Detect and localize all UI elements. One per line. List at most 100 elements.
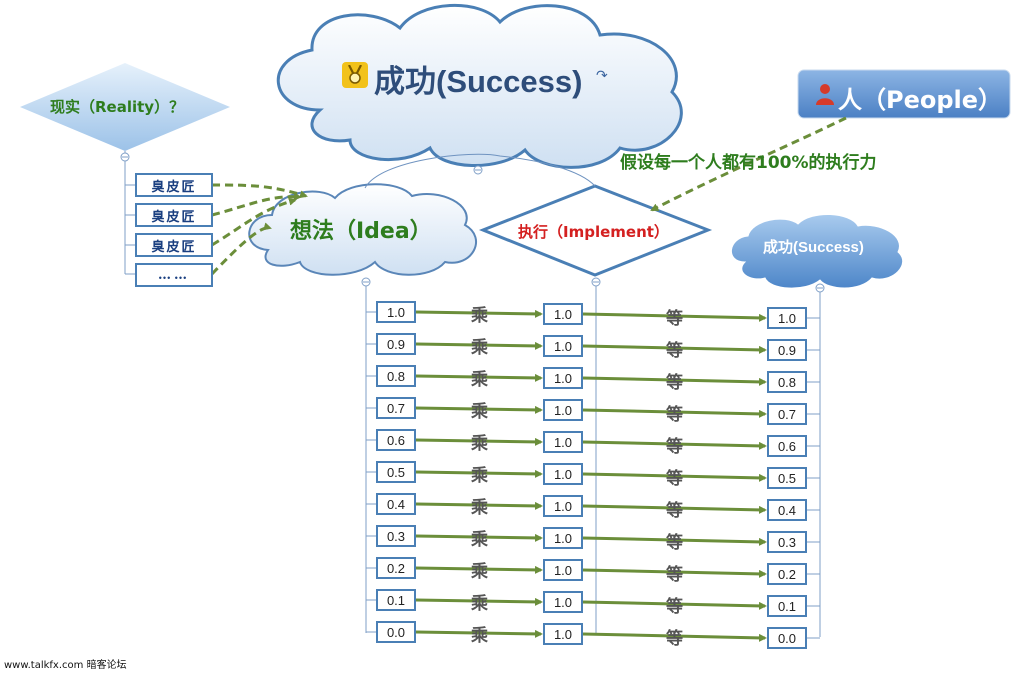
multiply-arrow [415, 373, 543, 382]
reality-diamond-shape [20, 63, 230, 151]
link-arrow-icon[interactable]: ↷ [596, 68, 608, 84]
equals-arrow [582, 376, 767, 386]
equals-arrow [582, 440, 767, 450]
implement-value-box[interactable]: 1.0 [543, 559, 583, 581]
equals-label: 等 [666, 629, 683, 649]
idea-value-box[interactable]: 0.2 [376, 557, 416, 579]
equals-arrow [582, 536, 767, 546]
implement-value-box[interactable]: 1.0 [543, 591, 583, 613]
idea-value-box[interactable]: 0.5 [376, 461, 416, 483]
reality-tree-lines [124, 151, 135, 275]
multiply-label: 乘 [471, 498, 488, 518]
multiply-label: 乘 [471, 370, 488, 390]
implement-value-box[interactable]: 1.0 [543, 399, 583, 421]
implement-value-box[interactable]: 1.0 [543, 335, 583, 357]
idea-value-box[interactable]: 1.0 [376, 301, 416, 323]
idea-value-box[interactable]: 0.3 [376, 525, 416, 547]
multiply-arrow [415, 597, 543, 606]
multiply-arrow [415, 341, 543, 350]
equals-label: 等 [666, 437, 683, 457]
success-value-box[interactable]: 0.2 [767, 563, 807, 585]
assumption-text: 假设每一个人都有100%的执行力 [620, 153, 877, 173]
people-box-shape [797, 69, 1011, 119]
success-value-box[interactable]: 0.9 [767, 339, 807, 361]
idea-value-box[interactable]: 0.0 [376, 621, 416, 643]
multiply-label: 乘 [471, 562, 488, 582]
equals-arrow [582, 568, 767, 578]
equals-label: 等 [666, 469, 683, 489]
equals-arrow [582, 344, 767, 354]
multiply-arrow [415, 309, 543, 318]
equals-arrow [582, 600, 767, 610]
equals-arrow [582, 408, 767, 418]
idea-value-box[interactable]: 0.9 [376, 333, 416, 355]
idea-value-box[interactable]: 0.8 [376, 365, 416, 387]
equals-label: 等 [666, 501, 683, 521]
success-value-box[interactable]: 0.7 [767, 403, 807, 425]
idea-value-box[interactable]: 0.7 [376, 397, 416, 419]
craftsman-node[interactable]: 臭皮匠 [135, 233, 213, 257]
equals-label: 等 [666, 405, 683, 425]
success-cloud-shape [276, 4, 683, 169]
success-small-cloud-shape [730, 213, 904, 289]
idea-label: 想法（Idea） [290, 219, 432, 244]
success-value-box[interactable]: 0.5 [767, 467, 807, 489]
multiply-arrow [415, 437, 543, 446]
craftsman-node[interactable]: 臭皮匠 [135, 173, 213, 197]
equals-label: 等 [666, 373, 683, 393]
medal-icon [342, 62, 368, 88]
implement-value-box[interactable]: 1.0 [543, 431, 583, 453]
success-title: 成功(Success) [374, 64, 583, 99]
multiply-arrow [415, 629, 543, 638]
multiply-label: 乘 [471, 530, 488, 550]
success-value-box[interactable]: 0.3 [767, 531, 807, 553]
multiply-label: 乘 [471, 626, 488, 646]
multiply-label: 乘 [471, 306, 488, 326]
equals-label: 等 [666, 533, 683, 553]
equals-label: 等 [666, 597, 683, 617]
equals-arrow [582, 472, 767, 482]
multiply-arrow [415, 405, 543, 414]
idea-value-box[interactable]: 0.6 [376, 429, 416, 451]
multiply-arrow [415, 565, 543, 574]
implement-value-box[interactable]: 1.0 [543, 303, 583, 325]
implement-value-box[interactable]: 1.0 [543, 463, 583, 485]
implement-value-box[interactable]: 1.0 [543, 527, 583, 549]
reality-label: 现实（Reality）？ [50, 98, 185, 116]
equals-label: 等 [666, 309, 683, 329]
implement-value-box[interactable]: 1.0 [543, 623, 583, 645]
craftsman-node[interactable]: 臭皮匠 [135, 203, 213, 227]
equals-label: 等 [666, 341, 683, 361]
success-small-label: 成功(Success) [763, 239, 864, 256]
multiply-label: 乘 [471, 402, 488, 422]
multiply-label: 乘 [471, 338, 488, 358]
multiply-arrow [415, 501, 543, 510]
implement-value-box[interactable]: 1.0 [543, 495, 583, 517]
equals-arrow [582, 632, 767, 642]
craftsman-node-more[interactable]: …… [135, 263, 213, 287]
multiply-arrow [415, 533, 543, 542]
success-value-box[interactable]: 0.0 [767, 627, 807, 649]
multiply-label: 乘 [471, 594, 488, 614]
multiply-label: 乘 [471, 466, 488, 486]
success-value-box[interactable]: 0.8 [767, 371, 807, 393]
success-value-box[interactable]: 0.4 [767, 499, 807, 521]
idea-value-box[interactable]: 0.4 [376, 493, 416, 515]
watermark-text: www.talkfx.com 暗客论坛 [4, 660, 127, 671]
implement-value-box[interactable]: 1.0 [543, 367, 583, 389]
person-icon [815, 83, 835, 105]
idea-value-box[interactable]: 0.1 [376, 589, 416, 611]
equals-arrow [582, 504, 767, 514]
people-label: 人（People） [838, 86, 1003, 114]
equals-label: 等 [666, 565, 683, 585]
success-value-box[interactable]: 0.1 [767, 595, 807, 617]
success-value-box[interactable]: 1.0 [767, 307, 807, 329]
multiply-arrow [415, 469, 543, 478]
success-value-box[interactable]: 0.6 [767, 435, 807, 457]
idea-cloud-shape [248, 183, 477, 276]
multiply-label: 乘 [471, 434, 488, 454]
equals-arrow [582, 312, 767, 322]
implement-label: 执行（Implement） [518, 223, 669, 241]
